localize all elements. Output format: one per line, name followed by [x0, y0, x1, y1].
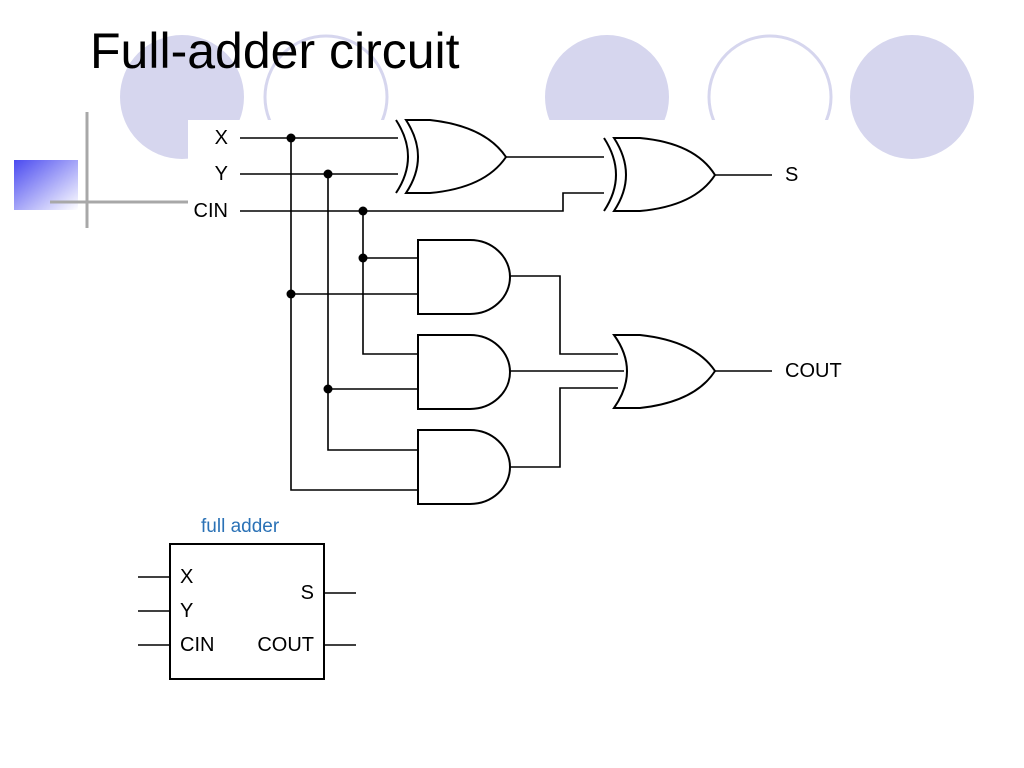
- block-input-y: Y: [180, 600, 193, 622]
- block-output-s: S: [301, 582, 314, 604]
- and-gate-1: [417, 239, 511, 315]
- junction-dot: [286, 289, 296, 299]
- or-gate: [612, 334, 717, 409]
- xor-gate-2: [603, 137, 717, 212]
- output-label-s: S: [785, 164, 798, 186]
- wire-and3-out: [510, 387, 618, 468]
- input-label-y: Y: [215, 163, 228, 185]
- input-label-cin: CIN: [194, 200, 228, 222]
- wire-y: [240, 173, 418, 451]
- junction-dot: [358, 206, 368, 216]
- block-input-x: X: [180, 566, 193, 588]
- junction-dot: [323, 384, 333, 394]
- wire-and1-out: [510, 275, 618, 355]
- block-pin-lines: [138, 576, 356, 646]
- slide-title: Full-adder circuit: [90, 23, 460, 79]
- circuit-wires: [240, 137, 772, 491]
- and-gate-3: [417, 429, 511, 505]
- xor-gate-1: [395, 119, 508, 194]
- junction-dot: [358, 253, 368, 263]
- block-caption: full adder: [201, 516, 280, 537]
- and-gate-2: [417, 334, 511, 410]
- junctions: [286, 133, 368, 394]
- full-adder-block: full adder X Y CIN S COUT: [138, 516, 356, 680]
- decor-circle-filled-right: [850, 35, 974, 159]
- wire-x: [240, 137, 418, 491]
- junction-dot: [286, 133, 296, 143]
- block-input-cin: CIN: [180, 634, 214, 656]
- output-label-cout: COUT: [785, 360, 842, 382]
- block-box: [169, 543, 325, 680]
- junction-dot: [323, 169, 333, 179]
- block-output-cout: COUT: [257, 634, 314, 656]
- diagram-backdrop: [188, 120, 853, 515]
- input-label-x: X: [215, 127, 228, 149]
